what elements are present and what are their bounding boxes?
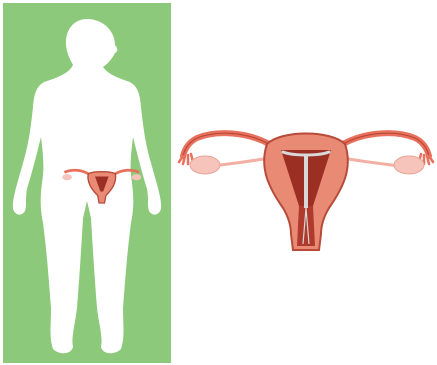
uterus-detail (177, 122, 437, 258)
left-ovary (190, 156, 220, 174)
silhouette-shape (13, 19, 161, 353)
right-ovary (394, 156, 424, 174)
uterus-with-iud-icon (177, 122, 437, 258)
right-fallopian-tube (343, 133, 429, 156)
left-fallopian-tube (183, 133, 269, 156)
body-silhouette-panel (3, 3, 171, 363)
body-silhouette-icon (3, 3, 171, 363)
